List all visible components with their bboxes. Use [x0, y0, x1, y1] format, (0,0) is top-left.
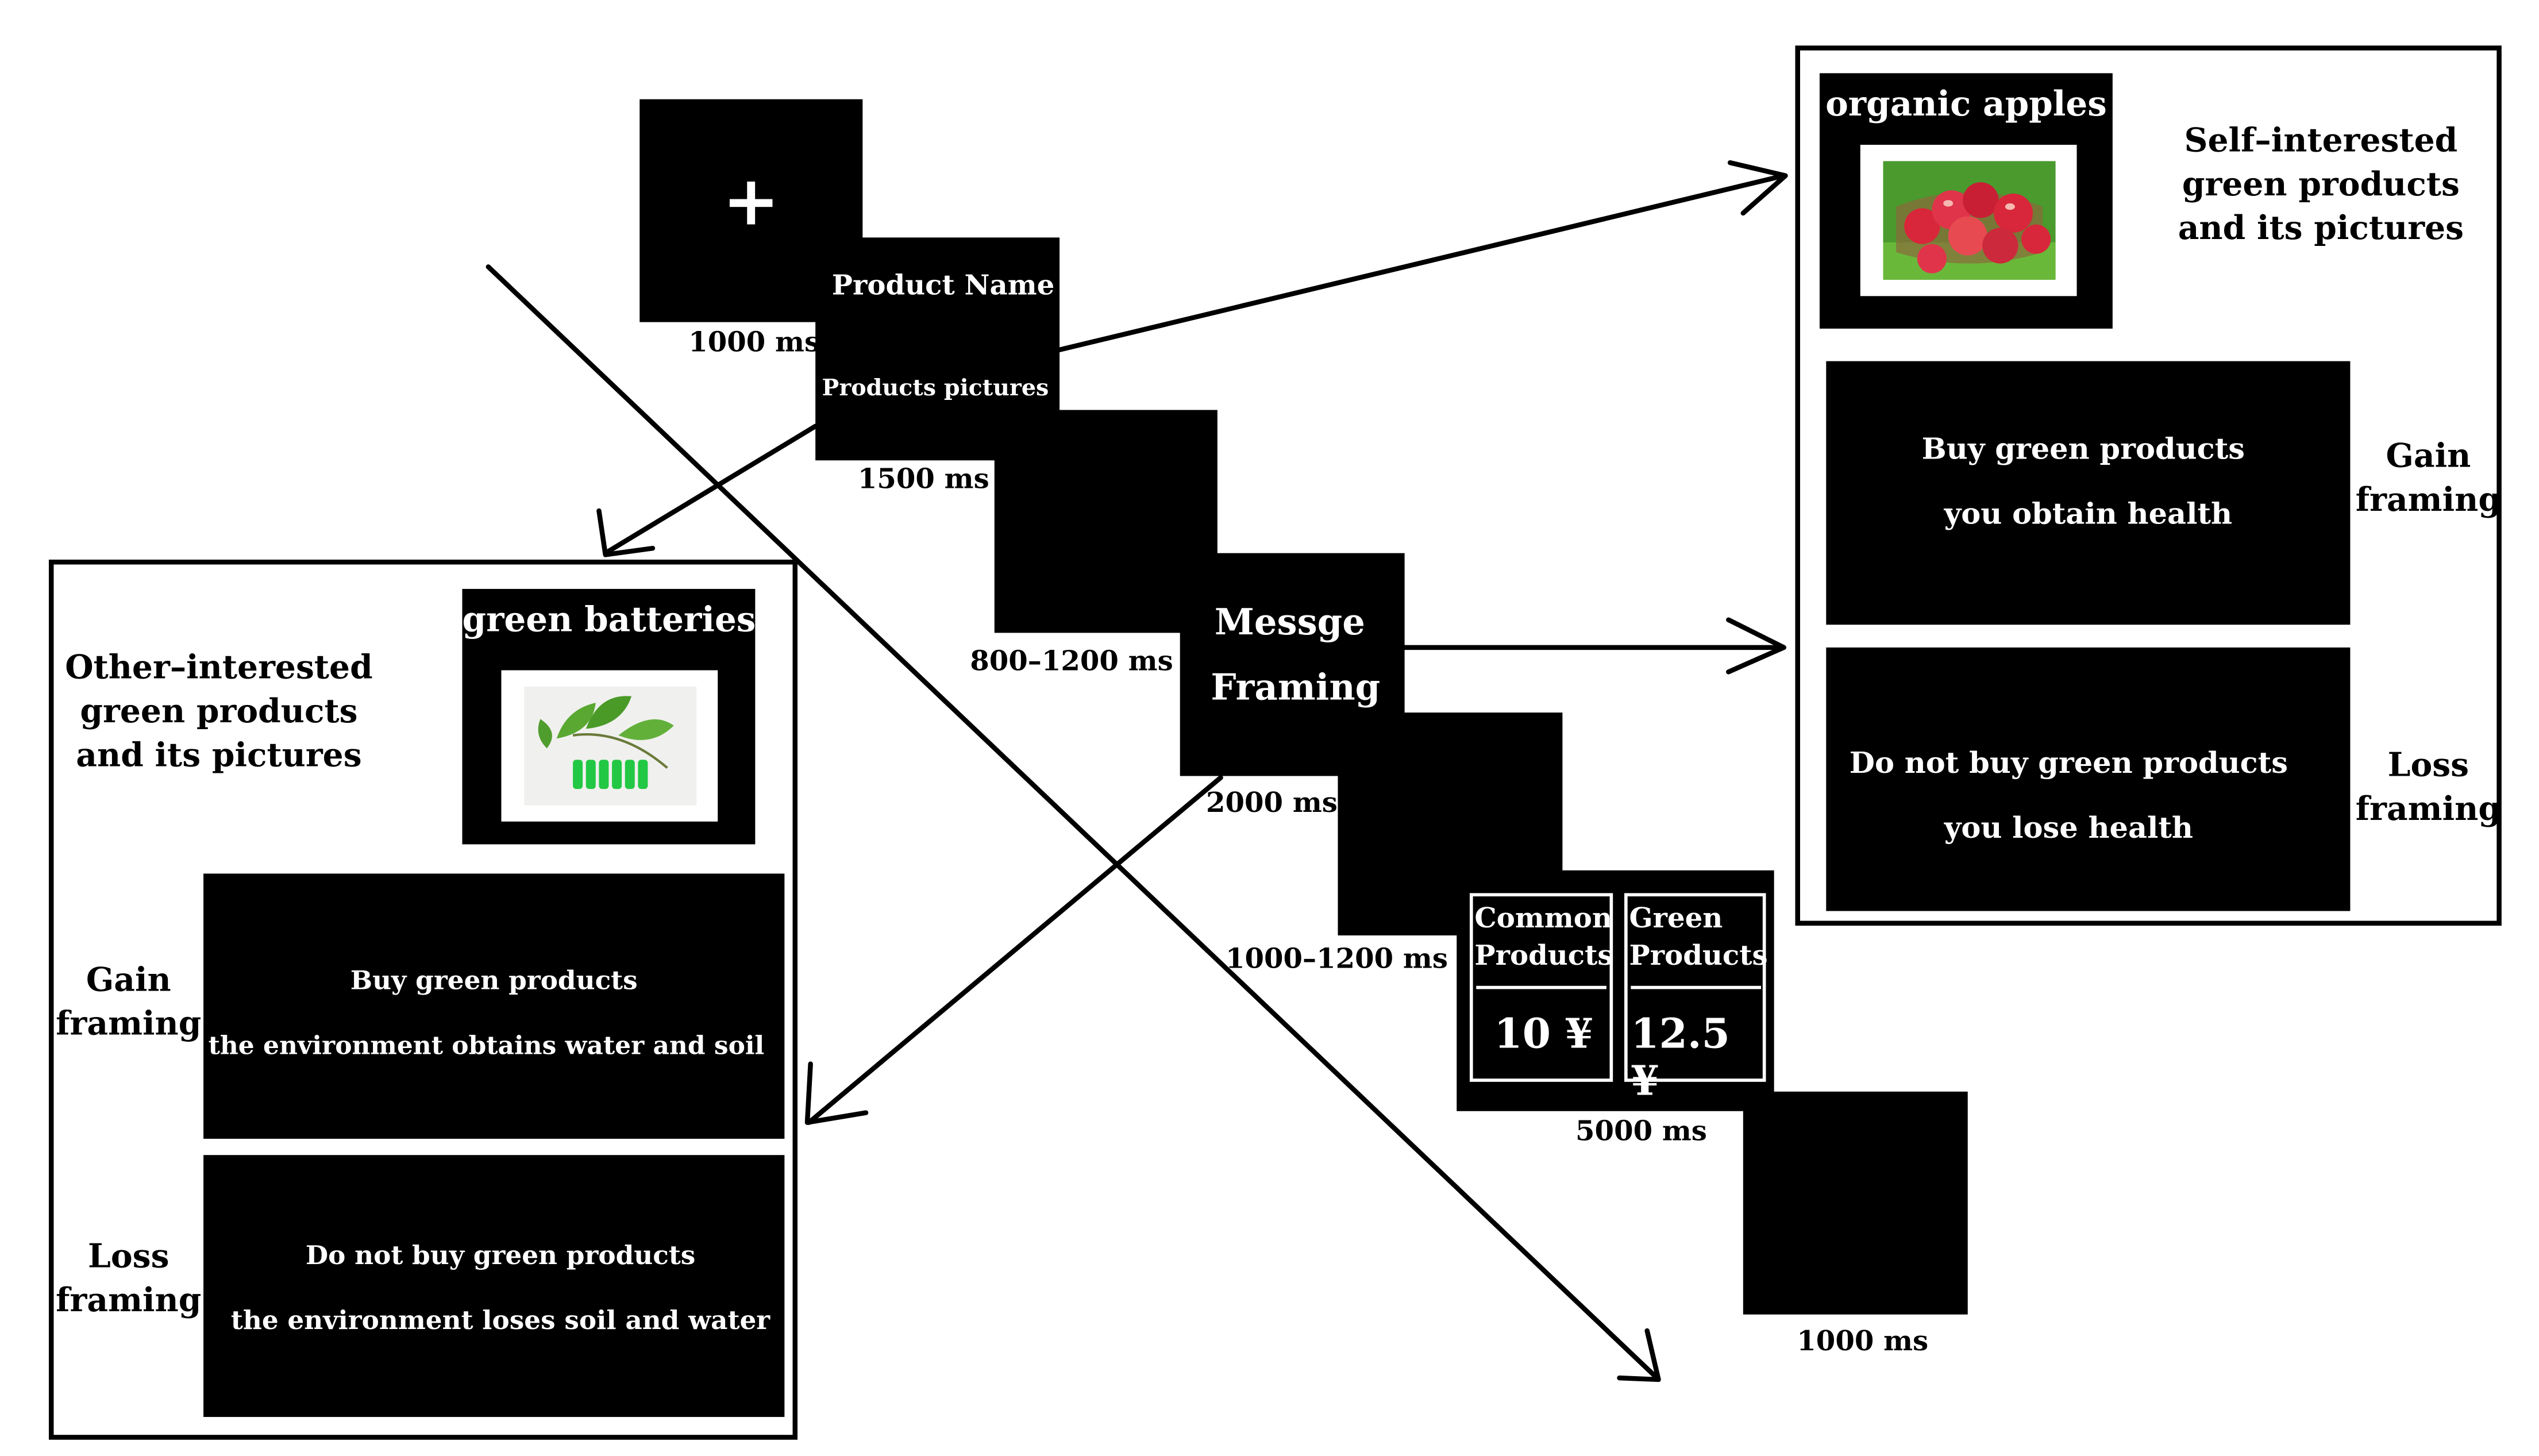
other-interested-panel: Other–interested green products and its … [48, 559, 798, 1440]
other-caption-line-1: Other–interested [65, 647, 373, 687]
green-product-option[interactable]: Green Products 12.5 ¥ [1624, 893, 1768, 1104]
message-line-1: Messge [1214, 602, 1365, 645]
choice-screen: Common Products 10 ¥ Green Products 12.5… [1457, 870, 1774, 1111]
self-caption-line-3: and its pictures [2178, 208, 2464, 248]
self-caption: Self–interested green products and its p… [2142, 119, 2500, 251]
common-divider [1476, 985, 1606, 989]
organic-apples-picture [1883, 161, 2056, 280]
other-gain-label-line-1: Gain [86, 960, 171, 999]
other-loss-message-screen: Do not buy green products the environmen… [203, 1155, 785, 1418]
arrow-to-self-framing [1402, 617, 1786, 675]
other-product-screen: green batteries [462, 588, 756, 845]
arrow-to-other-framing [804, 775, 1223, 1125]
self-gain-label: Gain framing [2353, 434, 2503, 522]
self-gain-line-1: Buy green products [1921, 433, 2245, 467]
time-axis-arrow [486, 264, 1661, 1382]
fixation-duration: 1000 ms [688, 327, 820, 360]
self-loss-line-2: you lose health [1944, 811, 2194, 846]
common-product-line1: Common [1474, 903, 1612, 935]
other-gain-message-screen: Buy green products the environment obtai… [203, 873, 785, 1139]
self-loss-label-line-1: Loss [2387, 745, 2469, 784]
blank2-duration: 1000–1200 ms [1226, 943, 1448, 976]
other-caption-line-2: green products [80, 691, 358, 731]
product-name-label: Product Name [831, 269, 1055, 303]
product-duration: 1500 ms [857, 463, 989, 496]
common-product-option[interactable]: Common Products 10 ¥ [1469, 893, 1613, 1082]
green-divider [1631, 985, 1761, 989]
other-loss-line-2: the environment loses soil and water [230, 1304, 770, 1336]
self-gain-label-line-2: framing [2355, 480, 2501, 519]
blank3-duration: 1000 ms [1797, 1326, 1929, 1359]
arrow-to-self-product [1057, 160, 1788, 352]
self-caption-line-2: green products [2182, 164, 2460, 203]
self-gain-label-line-1: Gain [2386, 436, 2471, 475]
arrow-to-other-product [596, 423, 818, 557]
self-loss-label-line-2: framing [2355, 789, 2501, 829]
self-interested-panel: organic apples [1795, 45, 2503, 926]
other-loss-label: Loss framing [53, 1235, 203, 1323]
blank1-duration: 800–1200 ms [970, 646, 1173, 679]
self-product-title: organic apples [1825, 83, 2107, 124]
choice-duration: 5000 ms [1575, 1116, 1707, 1149]
message-line-2: Framing [1211, 667, 1381, 710]
common-price: 10 ¥ [1494, 1010, 1593, 1058]
green-product-line1: Green [1629, 903, 1723, 935]
fixation-cross: + [722, 161, 780, 241]
self-caption-line-1: Self–interested [2184, 120, 2458, 160]
self-gain-message-screen: Buy green products you obtain health [1826, 361, 2351, 625]
green-product-line2: Products [1629, 940, 1768, 973]
other-gain-label-line-2: framing [56, 1003, 202, 1043]
green-batteries-picture [524, 686, 697, 806]
blank-screen-3 [1743, 1091, 1968, 1315]
self-loss-message-screen: Do not buy green products you lose healt… [1826, 647, 2351, 911]
self-product-screen: organic apples [1819, 73, 2113, 329]
common-product-line2: Products [1474, 940, 1613, 973]
other-gain-line-2: the environment obtains water and soil [208, 1030, 765, 1061]
other-loss-label-line-1: Loss [88, 1236, 169, 1276]
self-loss-line-1: Do not buy green products [1849, 746, 2288, 781]
green-price: 12.5 ¥ [1631, 1010, 1730, 1105]
other-loss-line-1: Do not buy green products [305, 1239, 696, 1271]
other-gain-line-1: Buy green products [350, 964, 638, 996]
other-caption: Other–interested green products and its … [53, 646, 384, 777]
self-loss-label: Loss framing [2353, 744, 2503, 831]
other-loss-label-line-2: framing [56, 1280, 202, 1320]
product-picture-label: Products pictures [822, 376, 1049, 402]
self-gain-line-2: you obtain health [1944, 498, 2233, 532]
other-product-title: green batteries [462, 598, 756, 640]
self-product-picture-frame [1860, 144, 2077, 296]
message-duration: 2000 ms [1206, 787, 1338, 820]
other-product-picture-frame [501, 670, 718, 822]
message-framing-screen: Messge Framing [1180, 553, 1405, 776]
fixation-screen: + [639, 99, 863, 322]
other-gain-label: Gain framing [53, 958, 203, 1046]
other-caption-line-3: and its pictures [76, 735, 362, 775]
